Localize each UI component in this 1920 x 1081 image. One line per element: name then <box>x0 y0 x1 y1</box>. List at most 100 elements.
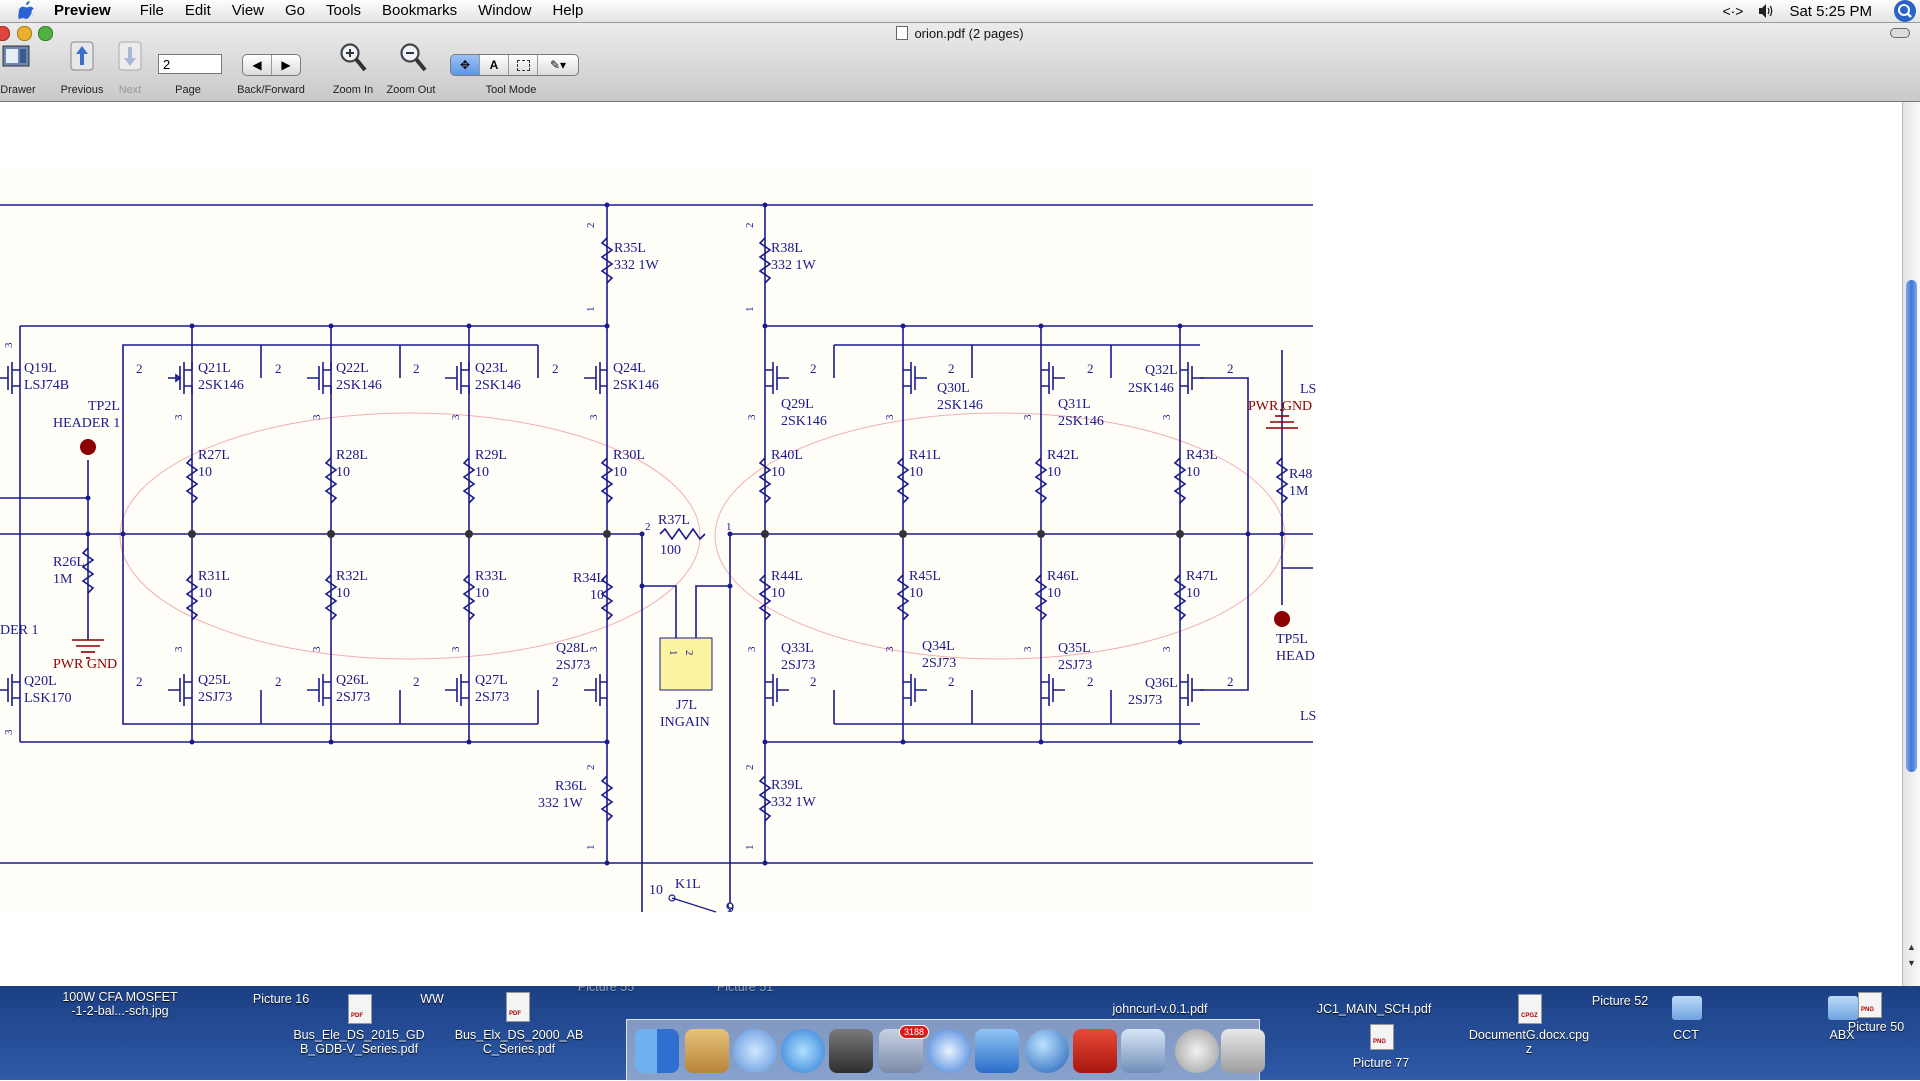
zoom-window-button[interactable] <box>38 26 53 41</box>
apple-menu-icon[interactable] <box>18 1 36 21</box>
next-page-button[interactable] <box>118 41 142 76</box>
network-icon[interactable] <box>1025 1029 1069 1073</box>
desktop-item-picture-52[interactable]: Picture 52 <box>1591 994 1649 1008</box>
r30-name: R30L <box>613 448 645 463</box>
desktop-item-jc1-main[interactable]: JC1_MAIN_SCH.pdf <box>1316 1002 1432 1016</box>
q29-gate-pin: 2 <box>810 361 817 376</box>
scrollbar-thumb[interactable] <box>1906 280 1917 772</box>
cpgz-file-icon[interactable]: CPGZ <box>1518 994 1542 1024</box>
desktop-item-picture-51[interactable]: Picture 51 <box>716 986 774 994</box>
previous-page-button[interactable] <box>70 41 94 76</box>
desktop-item-cct[interactable]: CCT <box>1673 1028 1699 1042</box>
text-tool-button[interactable]: A <box>480 55 509 75</box>
desktop-item-abx[interactable]: ABX <box>1829 1028 1855 1042</box>
ichat-icon[interactable] <box>781 1029 825 1073</box>
r29-name: R29L <box>475 448 507 463</box>
menu-bookmarks[interactable]: Bookmarks <box>382 2 458 19</box>
r37-value: 100 <box>660 543 681 558</box>
q34-pin-3: 3 <box>884 646 896 652</box>
folder-icon[interactable] <box>1672 996 1702 1020</box>
zoom-out-button[interactable] <box>398 41 428 78</box>
magnifier-plus-icon <box>340 43 367 72</box>
preview-icon[interactable] <box>1121 1029 1165 1073</box>
move-tool-button[interactable]: ✥ <box>451 55 480 75</box>
back-button[interactable]: ◀ <box>243 55 272 75</box>
r31-name: R31L <box>198 569 230 584</box>
q35-gate-pin: 2 <box>1087 674 1094 689</box>
select-tool-button[interactable] <box>509 55 538 75</box>
toolbar-toggle-button[interactable] <box>1890 28 1910 38</box>
desktop-item-picture-77[interactable]: Picture 77 <box>1352 1056 1410 1070</box>
mail-icon[interactable] <box>685 1029 729 1073</box>
desktop-item-picture-55[interactable]: Picture 55 <box>577 986 635 994</box>
menu-view[interactable]: View <box>231 2 264 19</box>
q25-part: 2SJ73 <box>198 690 232 705</box>
menu-edit[interactable]: Edit <box>184 2 211 19</box>
drawer-button[interactable] <box>2 43 32 74</box>
document-proxy-icon[interactable] <box>896 26 909 40</box>
zoom-in-button[interactable] <box>338 41 368 78</box>
scroll-up-arrow-icon[interactable]: ▲ <box>1907 942 1916 952</box>
desktop-item-100w-cfa[interactable]: 100W CFA MOSFET -1-2-bal...-sch.jpg <box>62 990 178 1018</box>
annotate-tool-button[interactable]: ✎▾ <box>538 55 578 75</box>
q31-pin-3: 3 <box>1022 414 1034 420</box>
tp5-testpoint <box>1274 611 1290 627</box>
menu-file[interactable]: File <box>139 2 164 19</box>
q33-name: Q33L <box>781 641 814 656</box>
menubar-clock[interactable]: Sat 5:25 PM <box>1789 2 1872 20</box>
finder-icon[interactable] <box>635 1029 679 1073</box>
desktop-item-documentg[interactable]: DocumentG.docx.cpg z <box>1468 1028 1590 1056</box>
script-menu-icon[interactable]: <·> <box>1722 3 1744 19</box>
folder-icon[interactable] <box>1828 996 1858 1020</box>
r42-value: 10 <box>1047 465 1061 480</box>
desktop-item-bus-elx[interactable]: Bus_Elx_DS_2000_AB C_Series.pdf <box>454 1028 584 1056</box>
r41-value: 10 <box>909 465 923 480</box>
pdf-file-icon[interactable]: PDF <box>348 994 372 1024</box>
r30-value: 10 <box>613 465 627 480</box>
menu-go[interactable]: Go <box>285 2 306 19</box>
q32-gate-pin: 2 <box>1227 361 1234 376</box>
r35-pin-1: 1 <box>585 307 597 313</box>
png-file-icon[interactable]: PNG <box>1858 992 1882 1018</box>
r29-value: 10 <box>475 465 489 480</box>
menu-bar: Preview File Edit View Go Tools Bookmark… <box>0 0 1920 23</box>
desktop-item-johncurl[interactable]: johncurl-v.0.1.pdf <box>1112 1002 1208 1016</box>
r35-value: 332 1W <box>614 258 660 273</box>
q31-part: 2SK146 <box>1058 414 1104 429</box>
scroll-down-arrow-icon[interactable]: ▼ <box>1907 958 1916 968</box>
itunes-icon[interactable] <box>733 1029 777 1073</box>
vertical-scrollbar[interactable]: ▲ ▼ <box>1902 102 1920 986</box>
tp2-name: TP2L <box>88 399 120 414</box>
downloads-icon[interactable] <box>1175 1029 1219 1073</box>
q29-name: Q29L <box>781 397 814 412</box>
minimize-window-button[interactable] <box>17 26 32 41</box>
png-file-icon[interactable]: PNG <box>1370 1024 1394 1050</box>
desktop-item-picture-50[interactable]: Picture 50 <box>1847 1020 1905 1034</box>
desktop-item-picture-16[interactable]: Picture 16 <box>252 992 310 1006</box>
trash-icon[interactable] <box>1221 1029 1265 1073</box>
close-window-button[interactable] <box>0 26 10 41</box>
r38-name: R38L <box>771 241 803 256</box>
menu-help[interactable]: Help <box>552 2 584 19</box>
menu-app-preview[interactable]: Preview <box>54 2 111 19</box>
q30-name: Q30L <box>937 381 970 396</box>
spotlight-icon[interactable] <box>1894 0 1916 22</box>
page-number-input[interactable] <box>158 54 222 74</box>
acrobat-icon[interactable] <box>1073 1029 1117 1073</box>
safari-icon[interactable] <box>927 1029 971 1073</box>
pdf-file-icon[interactable]: PDF <box>506 992 530 1022</box>
calendar-badge: 3188 <box>898 1025 929 1039</box>
desktop-item-bus-ele[interactable]: Bus_Ele_DS_2015_GD B_GDB-V_Series.pdf <box>293 1028 425 1056</box>
desktop-item-ww[interactable]: WW <box>420 992 444 1006</box>
r28-value: 10 <box>336 465 350 480</box>
q36-gate-pin: 2 <box>1227 674 1234 689</box>
menu-window[interactable]: Window <box>478 2 532 19</box>
word-icon[interactable] <box>975 1029 1019 1073</box>
calendar-icon[interactable]: 3188 <box>879 1025 929 1073</box>
document-view[interactable]: 1 2 R35L 332 1W R38L 332 1W R36L 332 1W … <box>0 102 1902 986</box>
volume-icon[interactable] <box>1757 3 1775 19</box>
forward-button[interactable]: ▶ <box>272 55 300 75</box>
menu-tools[interactable]: Tools <box>326 2 362 19</box>
r27-value: 10 <box>198 465 212 480</box>
printer-icon[interactable] <box>829 1029 873 1073</box>
